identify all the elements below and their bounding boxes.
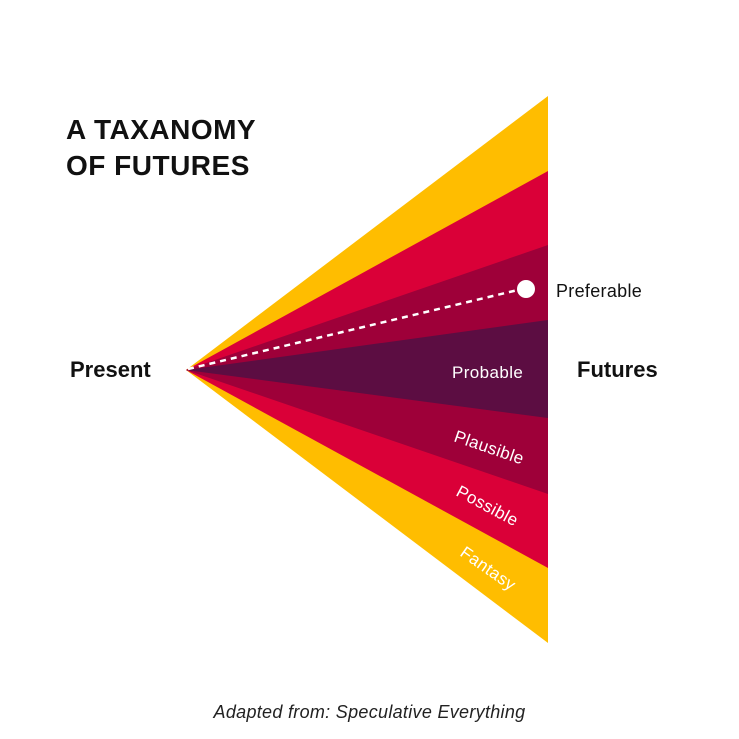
source-credit: Adapted from: Speculative Everything [213, 702, 526, 722]
present-label: Present [70, 357, 151, 382]
title-line-1: A TAXANOMY [66, 114, 257, 145]
title-line-2: OF FUTURES [66, 150, 250, 181]
diagram-title: A TAXANOMY OF FUTURES [66, 112, 256, 184]
preferable-dashed-line [187, 287, 523, 371]
futures-label: Futures [577, 357, 658, 382]
cone-label-probable: Probable [452, 363, 523, 382]
preferable-dot [517, 280, 535, 298]
preferable-label: Preferable [556, 281, 643, 301]
cone-probable [186, 320, 548, 418]
